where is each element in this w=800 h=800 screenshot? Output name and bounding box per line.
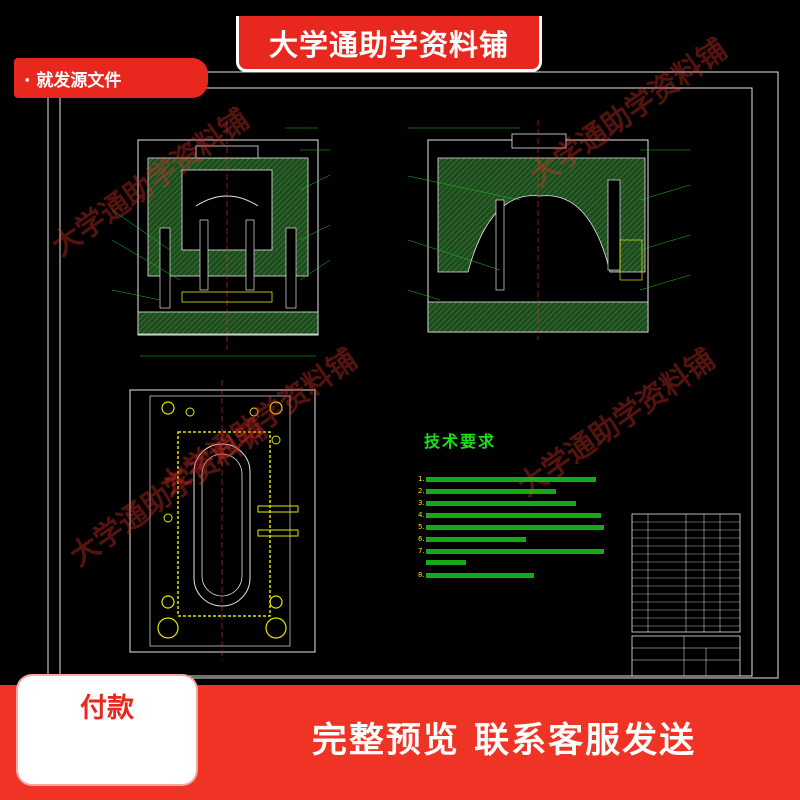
tech-item-number: 7. bbox=[418, 547, 425, 555]
tech-item-number: 4. bbox=[418, 511, 425, 519]
tech-item-text bbox=[426, 477, 596, 482]
tech-item-text bbox=[426, 525, 604, 530]
tech-item-text bbox=[426, 549, 604, 554]
tech-item-text bbox=[426, 560, 466, 565]
tech-item-text bbox=[426, 537, 526, 542]
tech-item-text bbox=[426, 513, 601, 518]
payment-title: 付款 bbox=[80, 693, 134, 724]
shop-banner-title: 大学通助学资料铺 bbox=[268, 27, 509, 62]
payment-tag-label: · 就发源文件 bbox=[24, 70, 122, 91]
parts-list-table bbox=[631, 513, 741, 633]
tech-item-number: 2. bbox=[418, 487, 425, 495]
tech-item-number: 8. bbox=[418, 571, 425, 579]
tech-item-text bbox=[426, 573, 534, 578]
shop-banner: 大学通助学资料铺 bbox=[236, 16, 542, 72]
promo-slogan: 完整预览 联系客服发送 bbox=[311, 721, 697, 761]
tech-item-text bbox=[426, 489, 556, 494]
tech-item-text bbox=[426, 501, 576, 506]
left-section-view bbox=[111, 120, 331, 357]
tech-item-number: 3. bbox=[418, 499, 425, 507]
title-block bbox=[631, 635, 741, 677]
right-section-view bbox=[407, 120, 691, 340]
payment-tag: · 就发源文件 bbox=[14, 58, 208, 98]
plan-view bbox=[129, 380, 316, 660]
inner-frame bbox=[59, 87, 753, 677]
tech-item-number: 1. bbox=[418, 475, 425, 483]
tech-requirements-title: 技术要求 bbox=[424, 432, 497, 451]
tech-item-number: 5. bbox=[418, 523, 425, 531]
tech-item-number: 6. bbox=[418, 535, 425, 543]
payment-card: 付款 bbox=[18, 676, 196, 784]
outer-frame bbox=[47, 71, 779, 679]
